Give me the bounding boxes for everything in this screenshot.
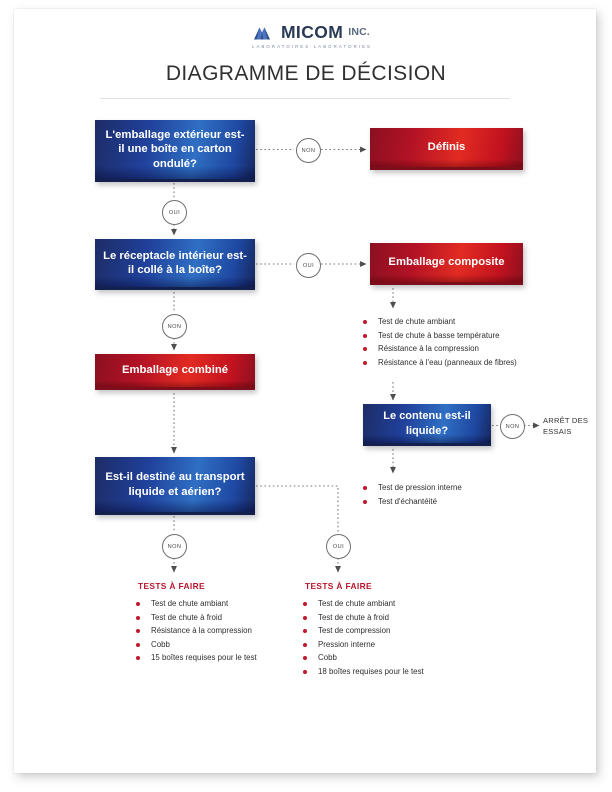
list-item: Test de compression: [301, 624, 424, 638]
list-item: Test de chute à froid: [134, 611, 257, 625]
list-item: Test de pression interne: [361, 481, 462, 495]
list-item: Test de chute à basse température: [361, 329, 517, 343]
logo-suffix: INC.: [348, 26, 371, 38]
list-item: 15 boîtes requises pour le test: [134, 651, 257, 665]
page-title: DIAGRAMME DE DÉCISION: [165, 62, 447, 85]
logo-tagline: LABORATOIRES·LABORATORIES: [252, 43, 372, 49]
title-divider: [100, 98, 510, 99]
list-item: Résistance à la compression: [134, 624, 257, 638]
node-definis[interactable]: Définis: [370, 128, 523, 170]
list-item: 18 boîtes requises pour le test: [301, 665, 424, 679]
logo-wordmark: MICOM: [280, 22, 344, 42]
node-question-transport[interactable]: Est-il destiné au transport liquide et a…: [95, 457, 255, 515]
branch-label-non-2: NON: [162, 314, 187, 339]
branch-label-oui-3: OUI: [326, 534, 351, 559]
node-question-inner-receptacle[interactable]: Le réceptacle intérieur est-il collé à l…: [95, 239, 255, 290]
node-question-liquid-content[interactable]: Le contenu est-il liquide?: [363, 404, 491, 446]
list-item: Test de chute ambiant: [134, 597, 257, 611]
list-item: Test de chute à froid: [301, 611, 424, 625]
list-item: Résistance à l'eau (panneaux de fibres): [361, 356, 517, 370]
list-item: Pression interne: [301, 638, 424, 652]
list-item: Cobb: [301, 651, 424, 665]
list-item: Test de chute ambiant: [301, 597, 424, 611]
branch-label-oui-1: OUI: [162, 200, 187, 225]
list-item: Test de chute ambiant: [361, 315, 517, 329]
tests-right-heading: TESTS À FAIRE: [305, 581, 372, 591]
node-question-outer-packaging[interactable]: L'emballage extérieur est-il une boîte e…: [95, 120, 255, 182]
tests-left-heading: TESTS À FAIRE: [138, 581, 205, 591]
node-emballage-composite[interactable]: Emballage composite: [370, 243, 523, 285]
list-item: Cobb: [134, 638, 257, 652]
list-item: Résistance à la compression: [361, 342, 517, 356]
micom-mountain-logo-icon: [253, 27, 270, 40]
branch-label-non-3: NON: [500, 414, 525, 439]
branch-label-non-1: NON: [296, 138, 321, 163]
node-emballage-combine[interactable]: Emballage combiné: [95, 354, 255, 390]
micom-logo: MICOM INC. LABORATOIRES·LABORATORIES: [232, 22, 392, 52]
terminal-arret-des-essais: ARRÊT DES ESSAIS: [543, 416, 589, 436]
branch-label-non-4: NON: [162, 534, 187, 559]
list-item: Test d'échantéité: [361, 495, 462, 509]
branch-label-oui-2: OUI: [296, 253, 321, 278]
